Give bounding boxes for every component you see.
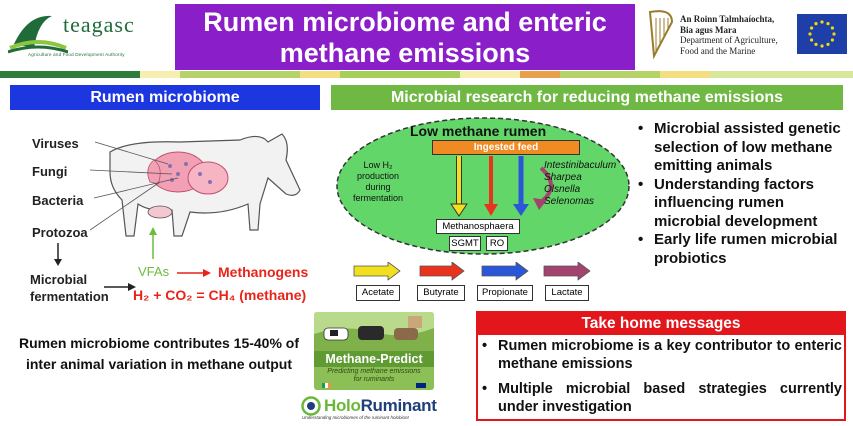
holoruminant-emblem-icon: [301, 396, 321, 416]
low-methane-rumen-title: Low methane rumen: [410, 123, 547, 139]
country-flags-icon: [322, 383, 426, 388]
arrow-down-icon: [54, 243, 62, 266]
genus-item: Selenomas: [544, 196, 595, 207]
propionate-box: Propionate: [477, 285, 533, 301]
take-home-bullet-list: Rumen microbiome is a key contributor to…: [478, 335, 844, 416]
low-h2-line1: Low H₂: [363, 160, 393, 170]
methanosphaera-box: Methanosphaera: [436, 219, 520, 234]
feed-arrows: [450, 156, 553, 217]
take-home-heading: Take home messages: [478, 313, 844, 335]
research-bullet: Microbial assisted genetic selection of …: [636, 120, 846, 176]
holoruminant-wordmark: HoloRuminant: [324, 396, 437, 416]
genus-item: Olsnella: [544, 184, 581, 195]
fermentation-line2: fermentation: [30, 289, 109, 304]
vfa-up-arrow-icon: [149, 227, 157, 259]
label-microbial-fermentation: Microbial fermentation: [30, 271, 109, 305]
methanogen-arrow-icon: [177, 269, 211, 277]
department-logo: An Roinn Talmhaíochta, Bia agus Mara Dep…: [640, 8, 850, 68]
acetate-box: Acetate: [356, 285, 400, 301]
eu-flag-icon: [797, 14, 847, 54]
genus-item: Intestinibaculum: [544, 160, 617, 171]
teagasc-emblem-icon: [8, 15, 68, 54]
low-h2-line3: during: [365, 182, 391, 192]
ro-box: RO: [486, 236, 508, 251]
teagasc-tagline: Agriculture and Food Development Authori…: [28, 52, 125, 57]
butyrate-box: Butyrate: [417, 285, 465, 301]
methane-predict-logo: Methane-Predict Predicting methane emiss…: [314, 312, 434, 390]
vfa-product-arrows: [353, 262, 591, 281]
label-protozoa: Protozoa: [32, 225, 88, 240]
microbial-research-heading: Microbial research for reducing methane …: [331, 85, 843, 110]
equation-product: CH₄ (methane): [208, 287, 307, 303]
label-fungi: Fungi: [32, 164, 68, 179]
holo-part: Holo: [324, 396, 361, 415]
rumen-variation-statement: Rumen microbiome contributes 15-40% of i…: [18, 335, 300, 372]
genus-item: Sharpea: [544, 172, 582, 183]
lactate-box: Lactate: [545, 285, 589, 301]
eu-stars-icon: [808, 20, 836, 48]
low-h2-note: Low H₂ production during fermentation: [344, 160, 412, 204]
research-bullet-list: Microbial assisted genetic selection of …: [636, 120, 846, 268]
teagasc-logo: teagasc Agriculture and Food Development…: [8, 6, 168, 70]
ingested-feed-box: Ingested feed: [432, 140, 580, 155]
dept-english-line1: Department of Agriculture,: [680, 35, 778, 45]
cows-landscape-icon: [314, 312, 434, 352]
take-home-bullet: Multiple microbial based strategies curr…: [480, 380, 842, 416]
holoruminant-logo: HoloRuminant Understanding microbiomes o…: [300, 396, 450, 420]
equation-reactants: H₂ + CO₂ =: [133, 287, 205, 303]
dept-english-line2: Food and the Marine: [680, 45, 756, 56]
bacterial-genera-list: Intestinibaculum Sharpea Olsnella Seleno…: [544, 160, 616, 208]
teagasc-wordmark: teagasc: [63, 12, 135, 37]
research-bullet: Early life rumen microbial probiotics: [636, 231, 846, 268]
methane-equation: H₂ + CO₂ = CH₄ (methane): [133, 287, 306, 303]
take-home-panel: Take home messages Rumen microbiome is a…: [476, 311, 846, 421]
harp-icon: [648, 10, 674, 60]
vfas-label: VFAs: [138, 264, 170, 279]
methanogens-label: Methanogens: [218, 264, 309, 280]
decorative-color-strip: [0, 71, 853, 78]
department-name: An Roinn Talmhaíochta, Bia agus Mara Dep…: [680, 14, 778, 56]
cow-illustration: [90, 133, 301, 237]
fermentation-arrow-icon: [104, 283, 136, 291]
sgmt-box: SGMT: [449, 236, 481, 251]
dept-irish-line2: Bia agus Mara: [680, 24, 737, 35]
dept-irish-line1: An Roinn Talmhaíochta,: [680, 14, 775, 24]
methane-predict-title: Methane-Predict: [314, 351, 434, 367]
page-title: Rumen microbiome and enteric methane emi…: [175, 4, 635, 70]
take-home-bullet: Rumen microbiome is a key contributor to…: [480, 337, 842, 373]
label-viruses: Viruses: [32, 136, 79, 151]
research-bullet: Understanding factors influencing rumen …: [636, 176, 846, 232]
ruminant-part: Ruminant: [360, 396, 437, 415]
fermentation-line1: Microbial: [30, 272, 88, 287]
mp-sub-line1: Predicting methane emissions: [327, 368, 421, 375]
rumen-microbiome-heading: Rumen microbiome: [10, 85, 320, 110]
holoruminant-tagline: Understanding microbiomes of the ruminan…: [302, 415, 409, 420]
mp-sub-line2: for ruminants: [353, 375, 395, 383]
label-bacteria: Bacteria: [32, 193, 84, 208]
low-h2-line2: production: [356, 171, 400, 181]
methane-predict-subtitle: Predicting methane emissions for ruminan…: [314, 368, 434, 383]
low-h2-line4: fermentation: [352, 193, 404, 203]
